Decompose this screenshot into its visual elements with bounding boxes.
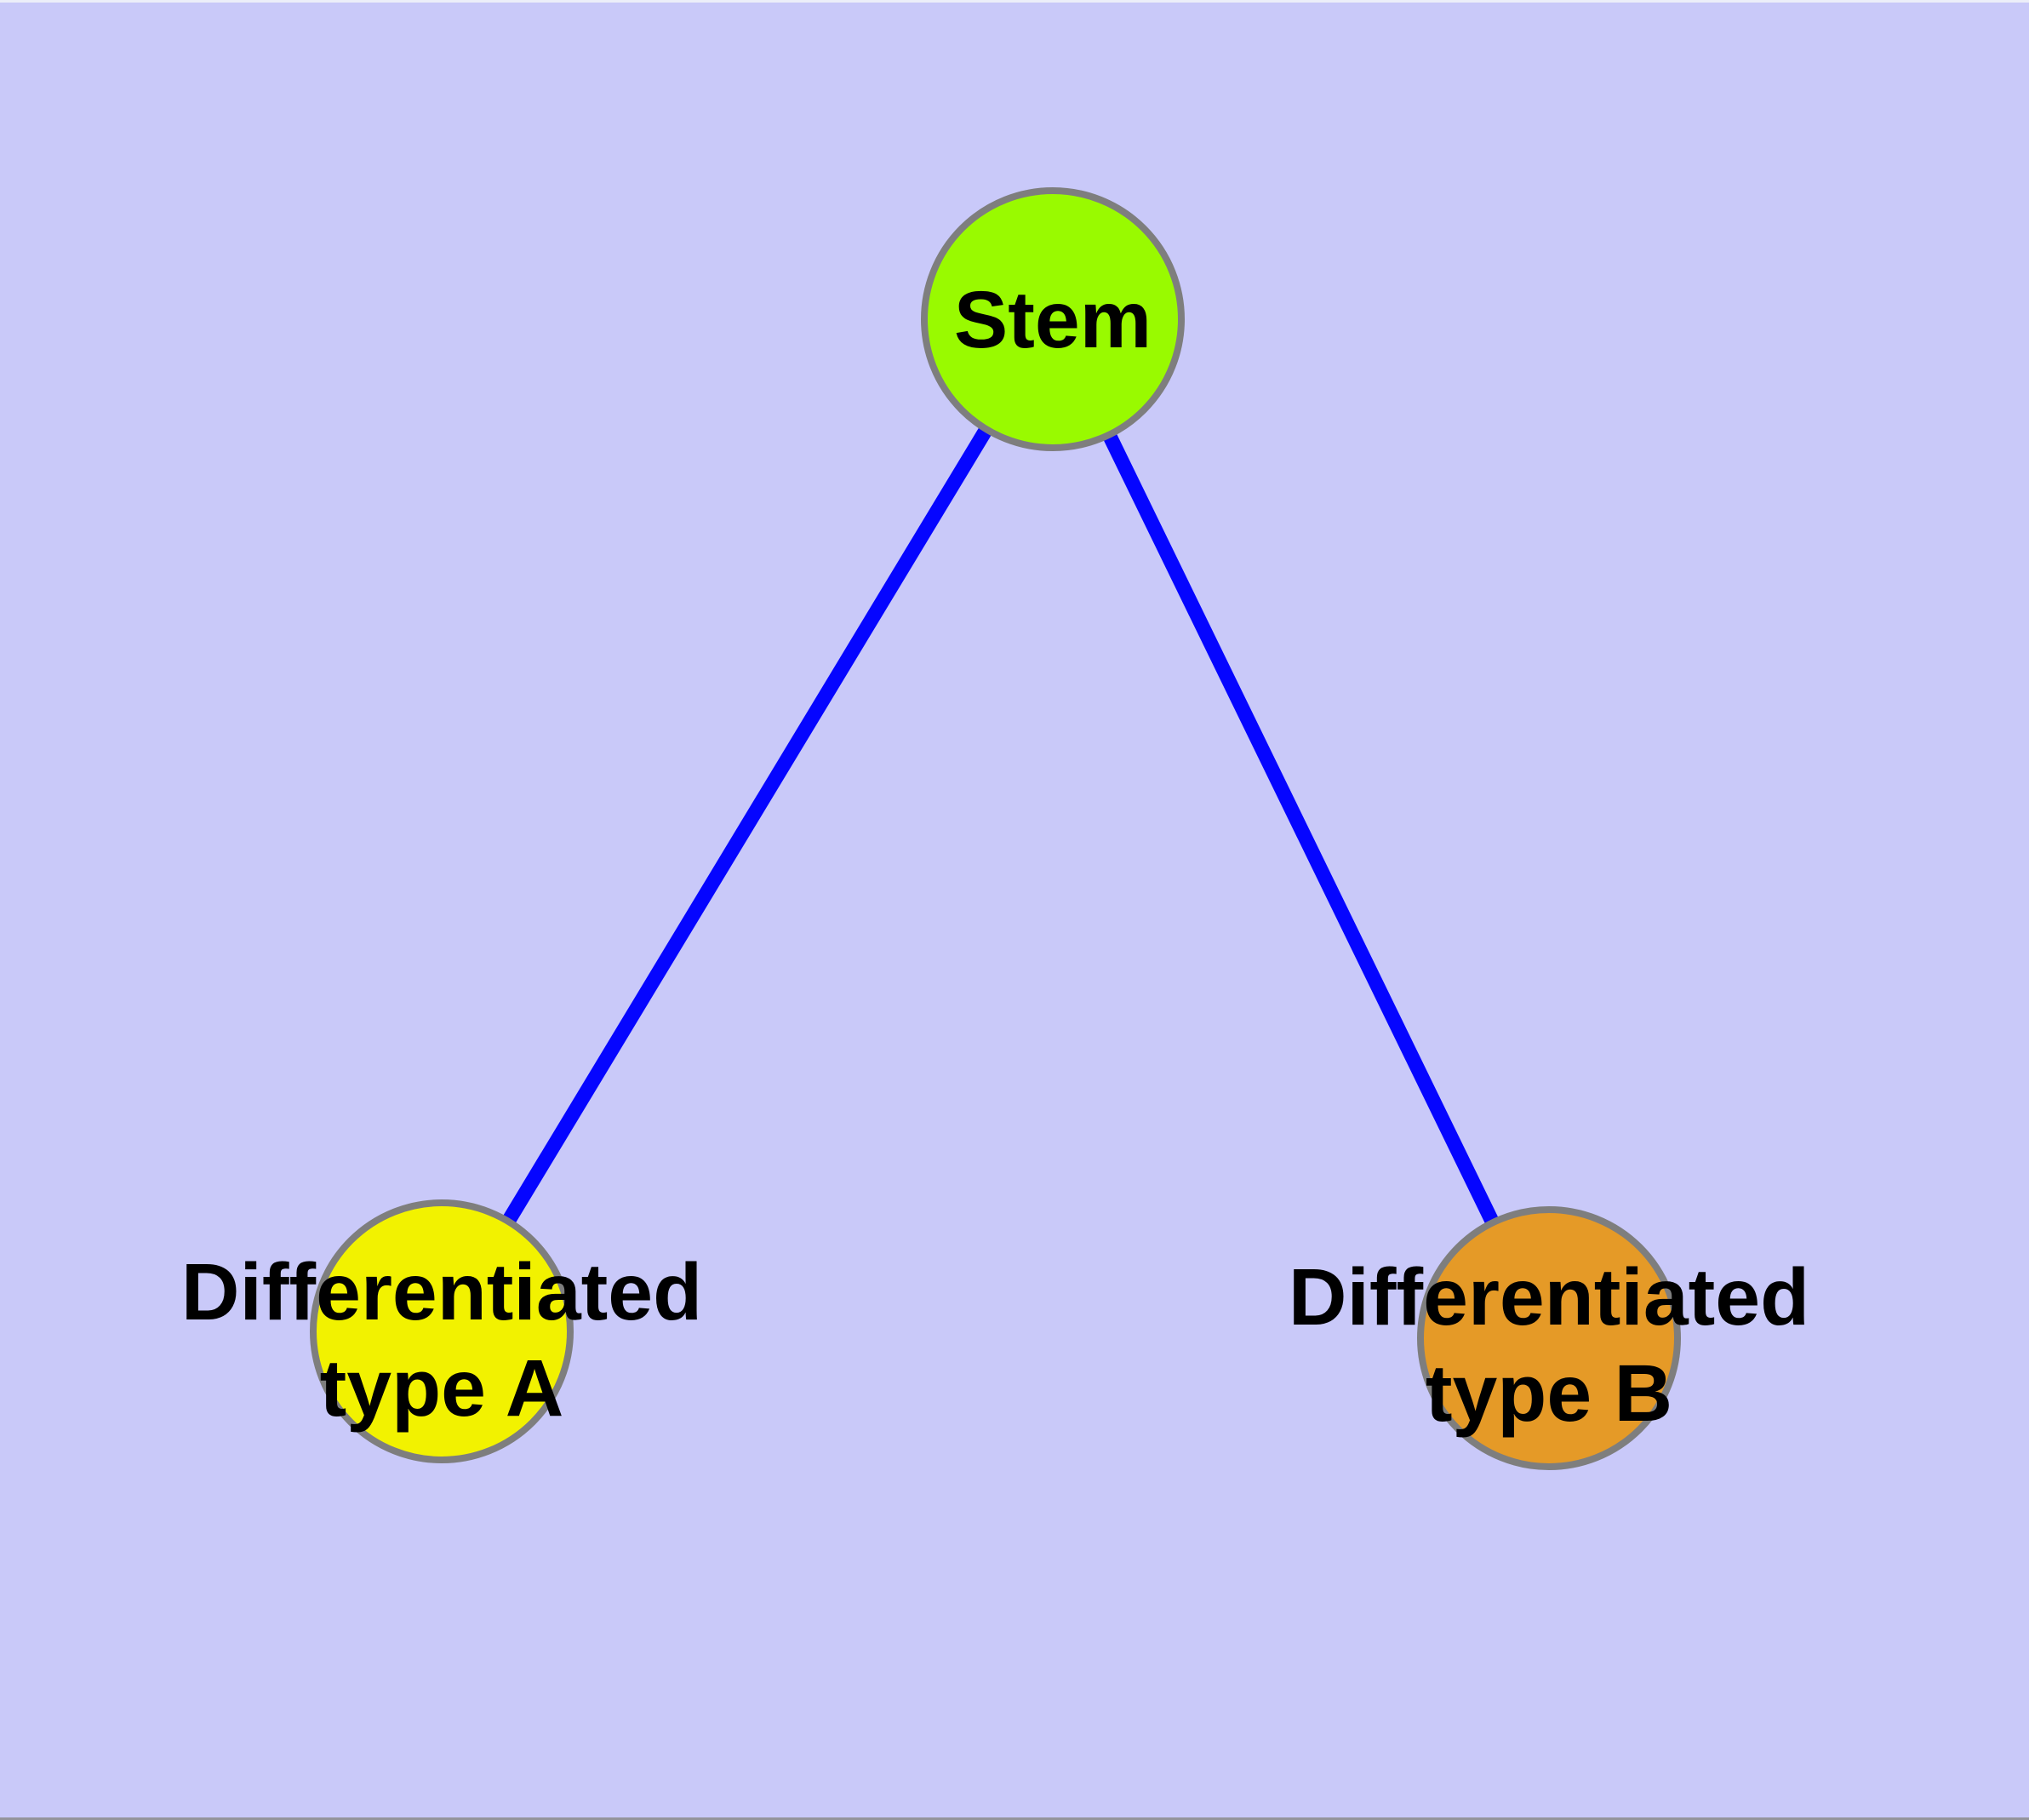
- node-type-a-label-line2: type A: [320, 1343, 564, 1434]
- edge-stem-to-type-a[interactable]: [435, 315, 1060, 1336]
- node-type-b-label-line1: Differentiated: [1289, 1252, 1809, 1342]
- node-differentiated-type-b[interactable]: Differentiated type B: [1289, 1206, 1809, 1470]
- node-stem-label: Stem: [954, 275, 1152, 365]
- node-type-a-label-line1: Differentiated: [181, 1247, 702, 1337]
- canvas-top-hairline: [0, 0, 2029, 3]
- node-differentiated-type-a[interactable]: Differentiated type A: [181, 1199, 702, 1463]
- node-type-a-circle[interactable]: [310, 1199, 574, 1463]
- node-type-b-circle[interactable]: [1417, 1206, 1681, 1470]
- node-stem[interactable]: Stem: [921, 187, 1185, 451]
- node-stem-circle[interactable]: [921, 187, 1185, 451]
- canvas-bottom-hairline: [0, 1817, 2029, 1820]
- edge-stem-to-type-b[interactable]: [1046, 316, 1556, 1342]
- node-type-b-label-line2: type B: [1426, 1348, 1672, 1439]
